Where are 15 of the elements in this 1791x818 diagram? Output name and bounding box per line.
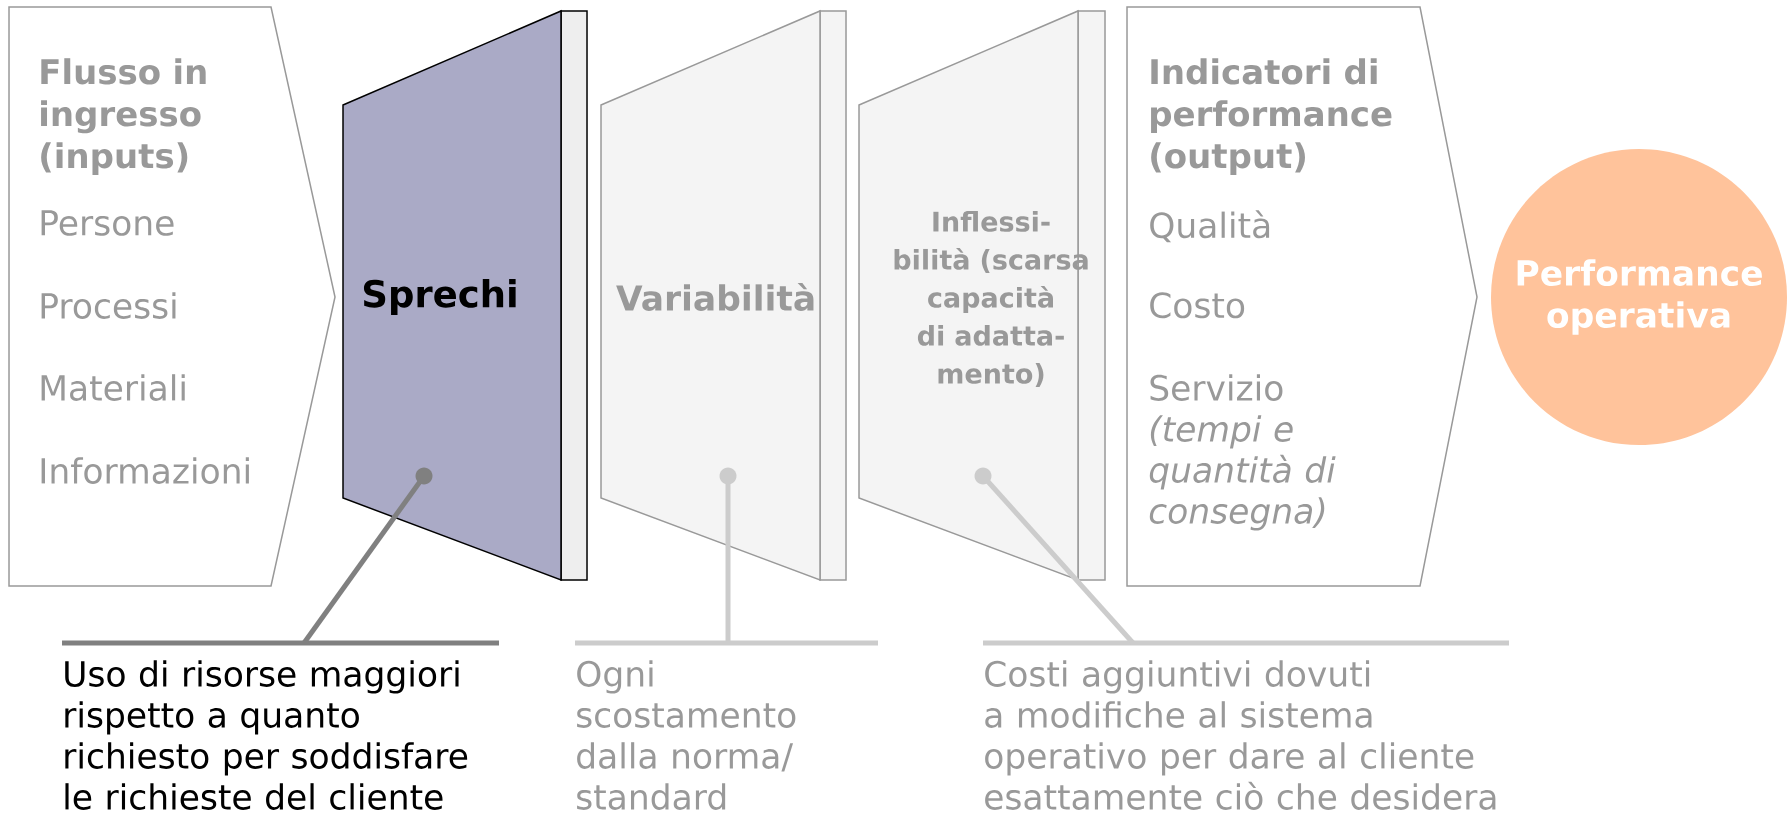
note: Uso di risorse maggiori rispetto a quanto richiesto per soddisfare le richieste del cliente (62, 640, 499, 810)
panel: Variabilità (600, 9, 847, 582)
heading: Indicatori di performance (output) (1151, 58, 1392, 176)
list-item: Processi (41, 292, 176, 319)
note: Costi aggiuntivi dovuti a modifiche al sistema operativo per dare al cliente esattamente ciò che desidera (983, 640, 1509, 810)
panel: Sprechi (342, 9, 588, 582)
list-item: Costo (1150, 292, 1245, 319)
note: Ogni scostamento dalla norma/ standard (575, 640, 878, 810)
list-item: Materiali (41, 374, 185, 401)
list-item: Informazioni (41, 457, 249, 484)
heading: Flusso in ingresso (inputs) (41, 58, 206, 176)
list-item: Qualità (1150, 210, 1270, 243)
list-item: Servizio (tempi e quantità di consegna) (1149, 374, 1336, 531)
leader-line (719, 467, 737, 643)
list-item: Persone (41, 210, 174, 236)
